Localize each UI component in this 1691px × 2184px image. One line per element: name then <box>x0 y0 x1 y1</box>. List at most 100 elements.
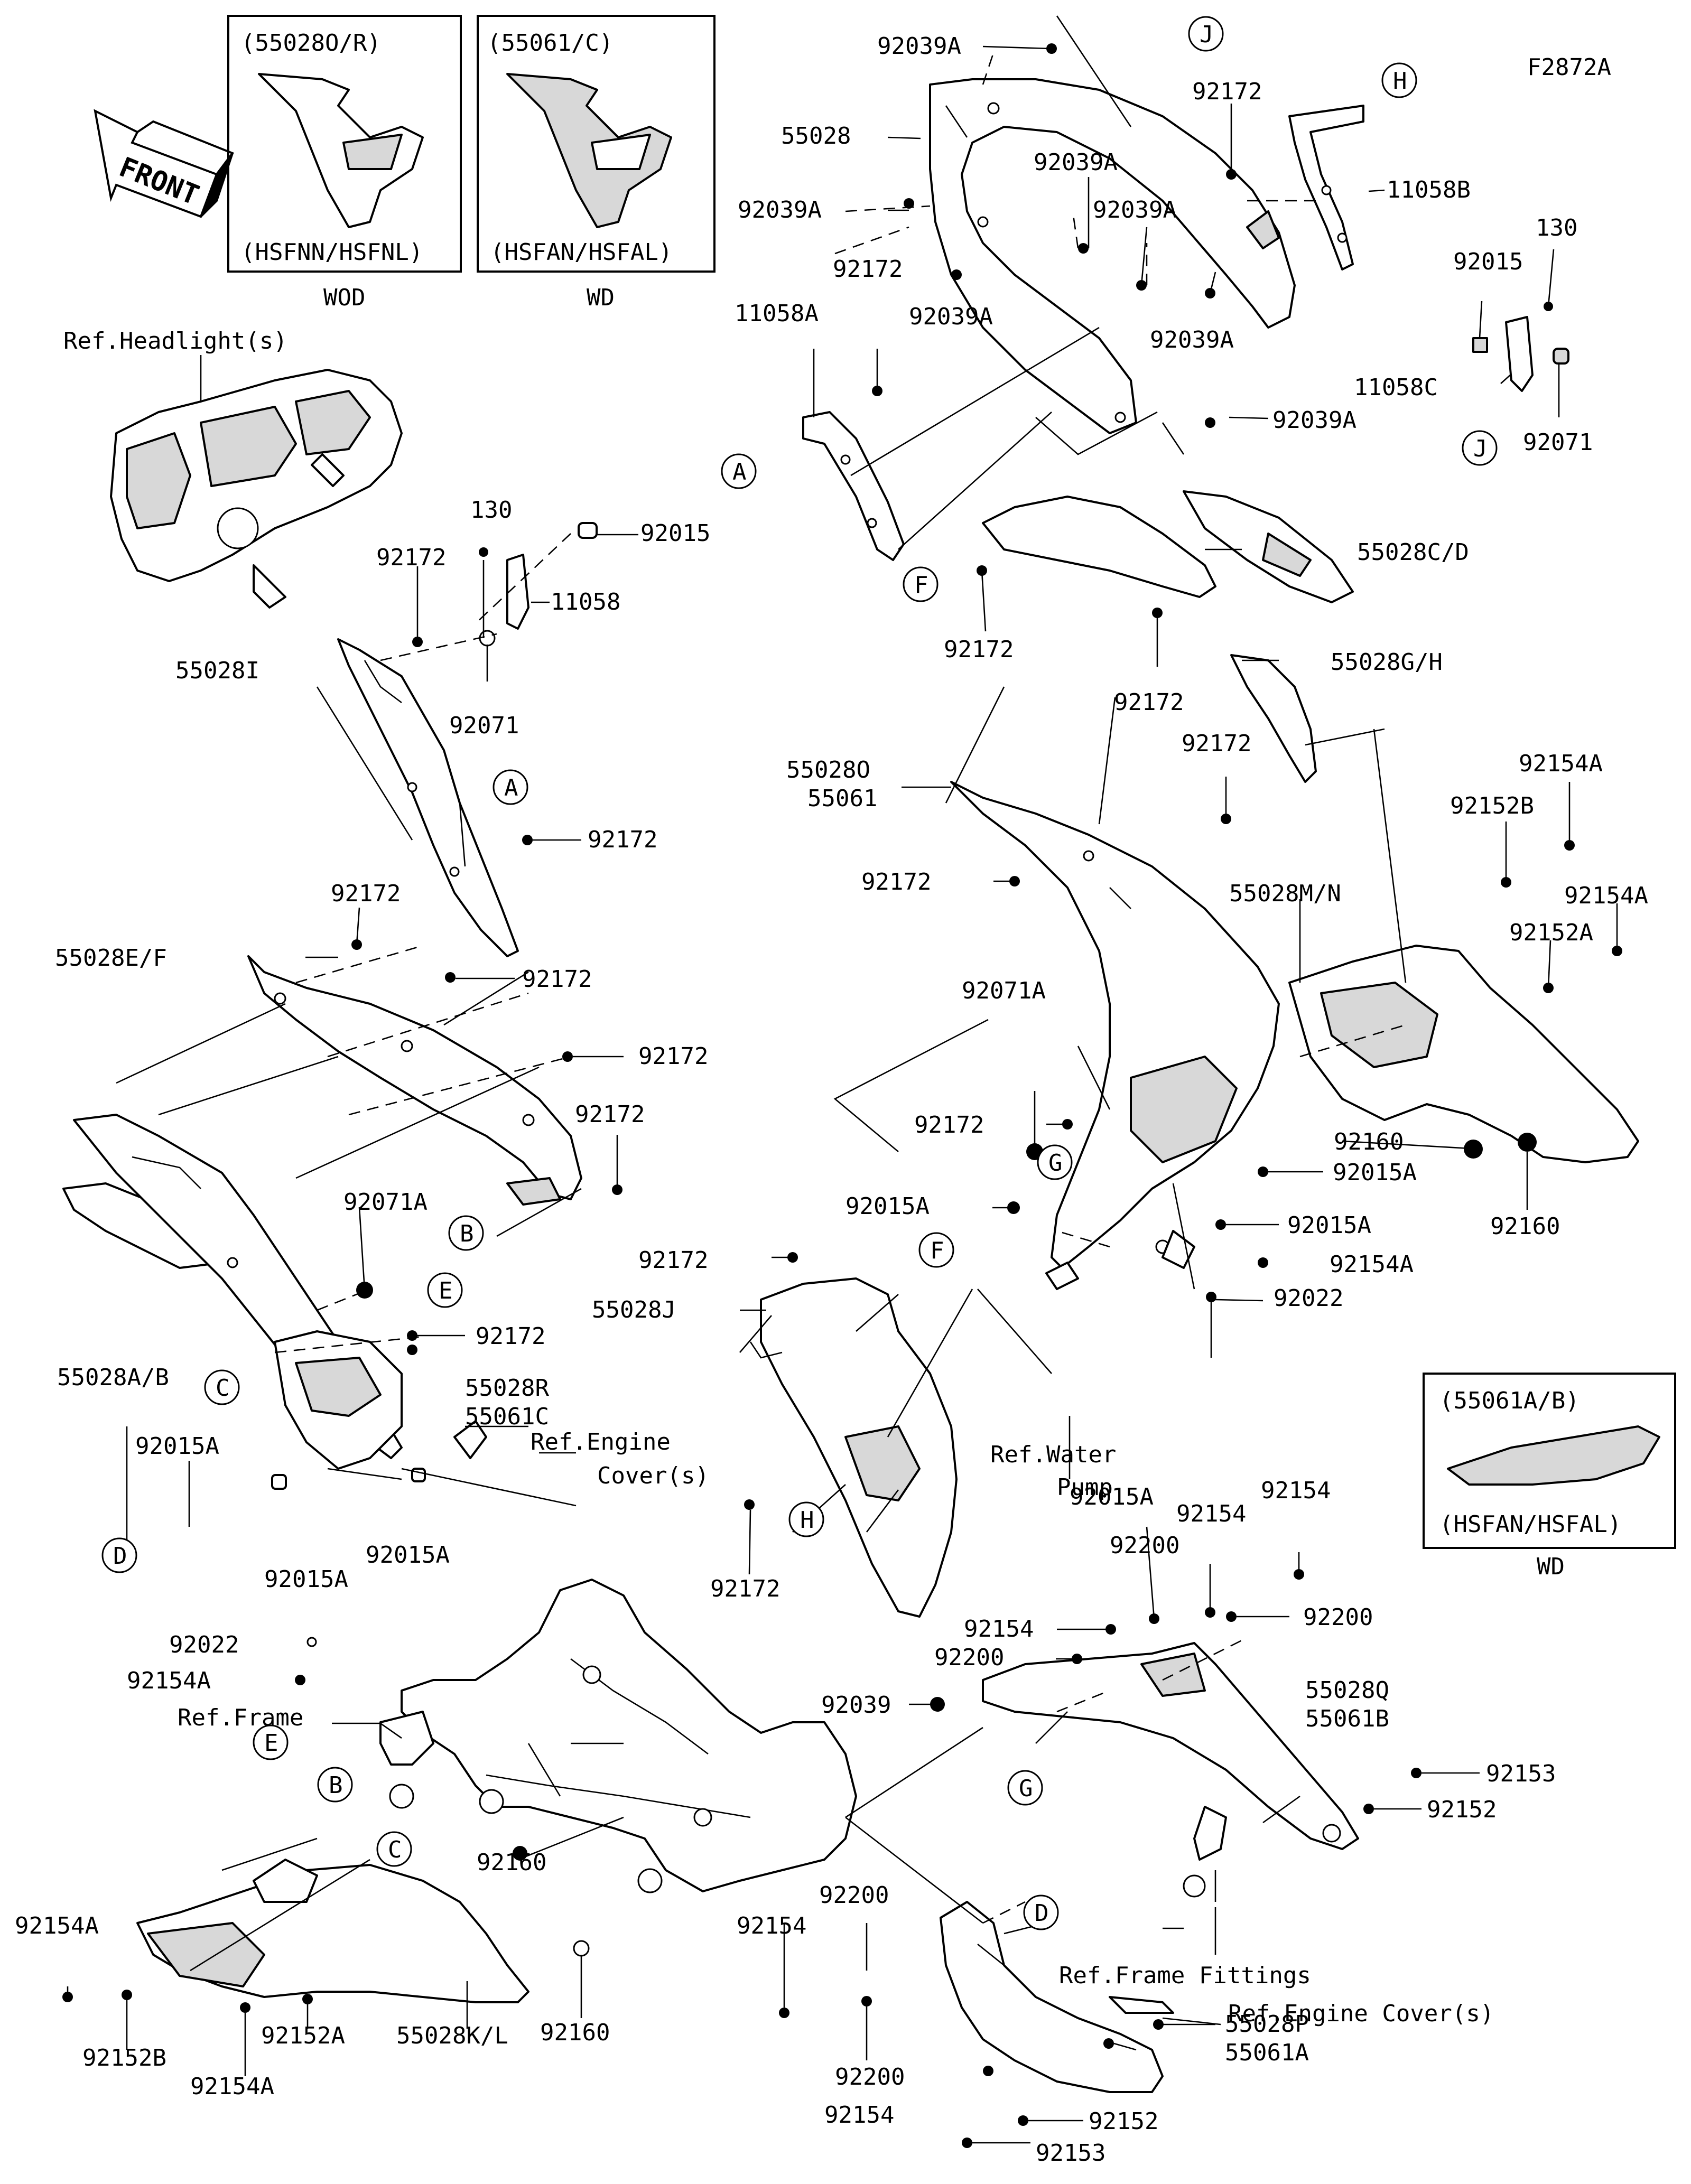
callout-j-top: J <box>1188 16 1224 52</box>
part-label: 55028K/L <box>396 2022 508 2049</box>
part-label: 92172 <box>638 1247 708 1274</box>
part-label: 55061A <box>1225 2039 1309 2066</box>
part-label: 55028R <box>465 1375 549 1402</box>
part-label: 92154 <box>1176 1500 1246 1527</box>
svg-text:G: G <box>1048 1150 1063 1177</box>
callout-g-mid: G <box>1037 1144 1073 1180</box>
svg-text:J: J <box>1200 21 1214 48</box>
part-label: 92154A <box>1519 750 1603 777</box>
svg-text:G: G <box>1019 1775 1033 1802</box>
part-label: 92015A <box>135 1433 219 1460</box>
variant-market-label: WOD <box>323 284 365 311</box>
part-label: 92153 <box>1036 2140 1105 2167</box>
part-label: 92154 <box>964 1616 1034 1642</box>
part-label: 92200 <box>835 2064 905 2090</box>
part-label: 55061B <box>1305 1705 1389 1732</box>
svg-text:C: C <box>388 1836 402 1863</box>
svg-text:D: D <box>1035 1900 1049 1927</box>
part-label: 55061C <box>465 1403 549 1430</box>
side-panel-55028EF <box>247 955 582 1206</box>
part-label: 92015A <box>1070 1483 1154 1510</box>
part-label: 92154 <box>737 1912 806 1939</box>
part-label: 92039A <box>1093 197 1177 223</box>
part-label: 92154 <box>824 2102 894 2129</box>
part-label: 92154A <box>1330 1251 1414 1278</box>
variant-market-label: WD <box>1537 1553 1565 1580</box>
variant-model-label: (HSFNN/HSFNL) <box>241 239 423 266</box>
part-label: 55028C/D <box>1357 539 1469 566</box>
part-label: 92160 <box>1334 1128 1404 1155</box>
part-label: 92022 <box>169 1631 239 1658</box>
panel-55028Q <box>982 1642 1359 1898</box>
part-label: 92071 <box>449 712 519 739</box>
figure-code: F2872A <box>1527 54 1611 81</box>
svg-text:E: E <box>264 1730 278 1757</box>
part-label: 92154A <box>190 2073 274 2100</box>
part-label: 92152B <box>82 2045 166 2071</box>
ref-engine-cover-label: Ref.Engine <box>531 1429 671 1455</box>
front-arrow-icon: FRONT <box>94 109 235 218</box>
part-label: 92154A <box>1564 882 1648 909</box>
part-label: 92160 <box>477 1849 546 1876</box>
part-label: 92154A <box>15 1912 99 1939</box>
part-label: 92071A <box>962 977 1046 1004</box>
part-label: 92153 <box>1486 1760 1556 1787</box>
part-label: 92039A <box>1034 149 1118 176</box>
callout-d-bot: D <box>1023 1894 1059 1930</box>
ref-frame-label: Ref.Frame <box>178 1704 303 1731</box>
part-label: 92172 <box>476 1323 545 1350</box>
bracket-11058C <box>1472 302 1569 392</box>
part-label: 92154A <box>127 1667 211 1694</box>
callout-a-top: A <box>721 453 757 489</box>
callout-b-bot: B <box>317 1767 353 1803</box>
part-label: 92039A <box>1150 326 1234 353</box>
part-label: 92015A <box>1333 1159 1417 1186</box>
ref-water-pump-label: Pump <box>1057 1474 1113 1501</box>
part-label: 92172 <box>710 1575 780 1602</box>
part-label: 92039A <box>909 303 993 330</box>
part-label: 92152A <box>1509 919 1593 946</box>
letter-callouts: J H J A F A G B E F C D H B E C G D <box>101 16 1498 1930</box>
frame <box>379 1579 857 1893</box>
part-label: 92172 <box>588 826 657 853</box>
variant-box-wd: (55061/C) (HSFAN/HSFAL) WD <box>477 15 716 311</box>
part-label: 130 <box>1536 214 1577 241</box>
callout-d-mid: D <box>101 1537 137 1573</box>
callout-e-mid: E <box>427 1272 463 1308</box>
part-label: 92015A <box>264 1566 348 1593</box>
part-label: 92015A <box>846 1193 930 1220</box>
part-label: 92039A <box>738 197 822 223</box>
part-label: 55028I <box>175 657 259 684</box>
headlight-assembly <box>110 369 403 609</box>
part-label: 92152 <box>1089 2108 1158 2135</box>
part-label: 11058C <box>1354 374 1438 401</box>
panel-55028CD <box>982 490 1354 603</box>
callout-h-top: H <box>1381 62 1417 98</box>
part-label: 11058 <box>551 589 620 615</box>
callout-g-bot: G <box>1007 1770 1043 1806</box>
part-label: 92154 <box>1261 1477 1331 1504</box>
part-label: 92152B <box>1450 792 1534 819</box>
fastener-icons <box>62 43 1622 2148</box>
part-label: 55028E/F <box>55 945 167 972</box>
part-label: 55061 <box>807 785 877 812</box>
part-label: 92015 <box>1453 248 1523 275</box>
ref-engine-cover-label-b: Ref.Engine Cover(s) <box>1228 2000 1494 2027</box>
variant-part-label: (55061/C) <box>487 30 613 57</box>
part-label: 55028 <box>781 123 851 150</box>
variant-box-wod: (55028O/R) (HSFNN/HSFNL) WOD <box>227 15 462 311</box>
part-label: 92172 <box>1192 78 1262 105</box>
part-label: 11058B <box>1387 176 1471 203</box>
callout-b-mid: B <box>448 1215 484 1251</box>
callout-j-right: J <box>1462 430 1498 466</box>
callout-e-bot: E <box>253 1724 289 1760</box>
part-label: 55028O <box>786 757 870 783</box>
svg-text:F: F <box>930 1237 944 1264</box>
ref-headlight-label: Ref.Headlight(s) <box>63 328 287 354</box>
variant-part-label: (55028O/R) <box>241 30 381 57</box>
panel-55028J <box>749 1277 958 1618</box>
part-label: 55028A/B <box>57 1364 169 1391</box>
bracket-11058 <box>479 522 598 647</box>
svg-text:B: B <box>460 1220 474 1247</box>
